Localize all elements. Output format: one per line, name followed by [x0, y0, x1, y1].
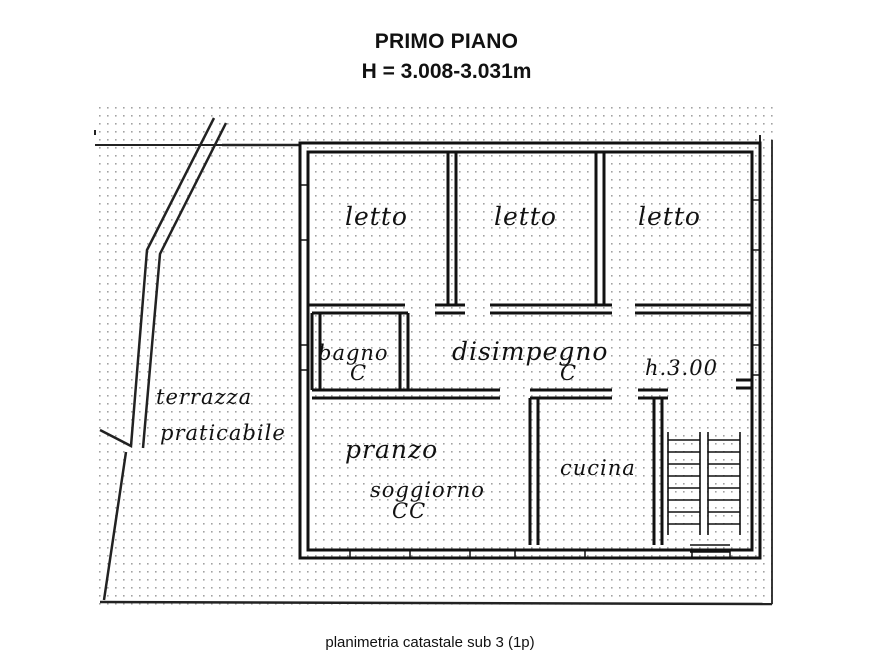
plan-caption: planimetria catastale sub 3 (1p)	[325, 634, 535, 651]
room-label-bedroom-1: letto	[345, 202, 408, 231]
terrace-outline	[99, 117, 300, 601]
hallway-mark: C	[560, 361, 577, 385]
terrace-label-line1: terrazza	[156, 385, 252, 409]
interior-walls	[308, 152, 752, 545]
openings	[300, 142, 760, 558]
room-label-hallway: disimpegno	[452, 337, 608, 366]
room-label-bathroom: bagno	[318, 341, 389, 365]
living-mark: CC	[392, 499, 426, 523]
sheet-bottom-border	[99, 600, 773, 606]
room-label-bedroom-2: letto	[494, 202, 557, 231]
room-label-living: soggiorno	[370, 478, 485, 502]
staircase	[667, 432, 741, 553]
room-label-bedroom-3: letto	[638, 202, 701, 231]
height-note: h.3.00	[645, 356, 718, 380]
bathroom-mark: C	[350, 361, 367, 385]
room-label-dining: pranzo	[345, 435, 438, 464]
plan-height-subtitle: H = 3.008-3.031m	[361, 60, 532, 83]
room-label-kitchen: cucina	[560, 456, 636, 480]
plan-title: PRIMO PIANO	[374, 30, 519, 53]
terrace-label-line2: praticabile	[160, 421, 286, 445]
